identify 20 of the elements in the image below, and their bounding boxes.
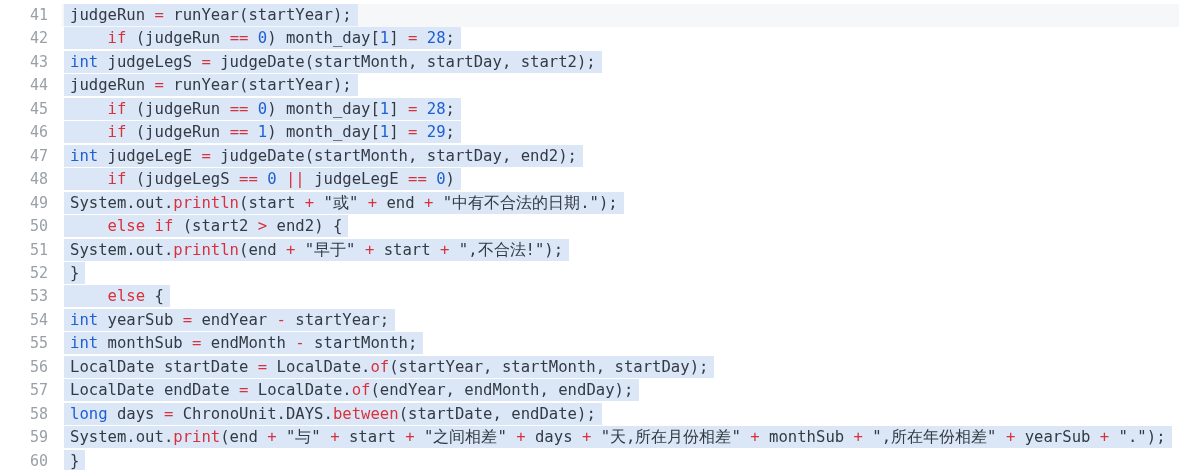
line-number: 60 xyxy=(28,450,48,470)
line-number: 44 xyxy=(28,75,48,97)
line-number: 48 xyxy=(28,169,48,191)
line-number: 52 xyxy=(28,262,48,284)
line-number: 55 xyxy=(28,333,48,355)
line-number: 43 xyxy=(28,51,48,73)
line-number: 49 xyxy=(28,192,48,214)
line-number: 59 xyxy=(28,427,48,449)
line-number: 51 xyxy=(28,239,48,261)
line-number: 47 xyxy=(28,145,48,167)
line-number: 50 xyxy=(28,216,48,238)
line-number: 53 xyxy=(28,286,48,308)
line-number: 46 xyxy=(28,122,48,144)
line-number: 45 xyxy=(28,98,48,120)
line-number: 56 xyxy=(28,356,48,378)
line-number: 57 xyxy=(28,380,48,402)
line-number: 41 xyxy=(28,5,48,26)
line-number: 42 xyxy=(28,28,48,50)
line-number: 58 xyxy=(28,403,48,425)
line-number: 54 xyxy=(28,309,48,331)
